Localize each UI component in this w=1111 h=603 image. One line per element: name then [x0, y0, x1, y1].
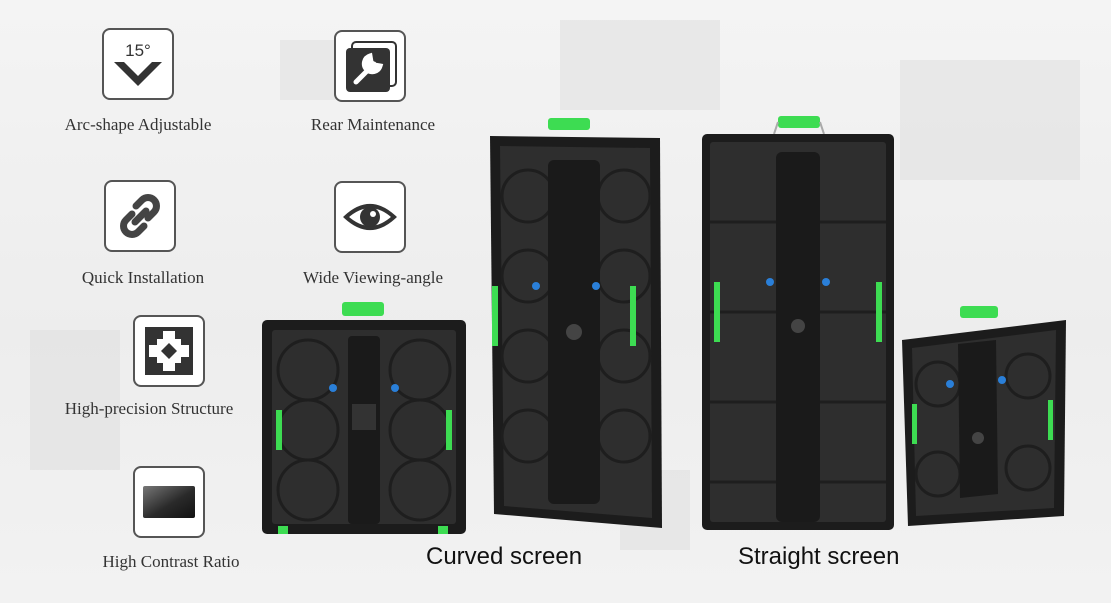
feature-label-wide: Wide Viewing-angle: [302, 268, 444, 287]
feature-label-contrast: High Contrast Ratio: [102, 552, 240, 571]
eye-icon: [334, 181, 406, 253]
feature-label-arc: Arc-shape Adjustable: [64, 115, 212, 134]
arc-angle-icon: 15°: [102, 28, 174, 100]
wrench-icon: [334, 30, 406, 102]
feature-label-rear: Rear Maintenance: [310, 115, 436, 134]
led-panel-straight-tall: [702, 116, 894, 530]
led-panel-small-square: [262, 302, 466, 534]
precision-frame-icon: [133, 315, 205, 387]
angle-text: 15°: [125, 41, 151, 60]
led-panel-small-angled: [902, 306, 1066, 526]
caption-curved-screen: Curved screen: [426, 543, 583, 570]
feature-label-precision: High-precision Structure: [64, 399, 234, 418]
caption-straight-screen: Straight screen: [738, 543, 900, 570]
led-panel-curved-tall: [490, 118, 662, 528]
chain-link-icon: [104, 180, 176, 252]
feature-label-quick: Quick Installation: [81, 268, 205, 287]
contrast-gradient-icon: [133, 466, 205, 538]
